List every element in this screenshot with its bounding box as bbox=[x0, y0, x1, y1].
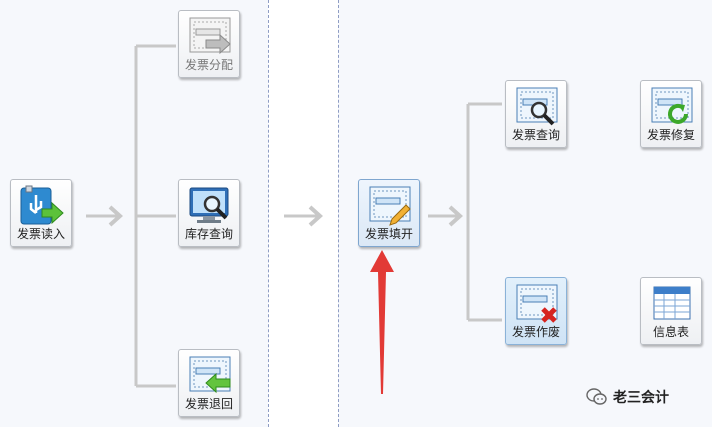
invoice-read-button[interactable]: 发票读入 bbox=[10, 179, 72, 247]
info-table-label: 信息表 bbox=[652, 325, 689, 339]
watermark: 老三会计 bbox=[586, 384, 696, 410]
usb-arrow-icon bbox=[20, 185, 64, 225]
invoice-repair-button[interactable]: 发票修复 bbox=[640, 80, 702, 148]
inventory-query-button[interactable]: 库存查询 bbox=[178, 179, 240, 247]
invoice-query-label: 发票查询 bbox=[511, 128, 560, 142]
invoice-return-button[interactable]: 发票退回 bbox=[178, 349, 240, 417]
invoice-refresh-icon bbox=[651, 87, 693, 124]
middle-panel bbox=[268, 0, 338, 427]
invoice-fill-label: 发票填开 bbox=[364, 227, 413, 241]
invoice-back-arrow-icon bbox=[189, 356, 231, 394]
invoice-query-button[interactable]: 发票查询 bbox=[505, 80, 567, 148]
red-annotation-arrow bbox=[370, 250, 394, 394]
invoice-allocate-button[interactable]: 发票分配 bbox=[178, 10, 240, 78]
watermark-text: 老三会计 bbox=[613, 390, 669, 406]
invoice-read-label: 发票读入 bbox=[16, 227, 65, 241]
invoice-red-x-icon bbox=[516, 284, 558, 323]
invoice-fill-button[interactable]: 发票填开 bbox=[358, 179, 420, 247]
invoice-pencil-icon bbox=[369, 186, 411, 226]
wechat-icon bbox=[586, 388, 607, 405]
invoice-repair-label: 发票修复 bbox=[646, 128, 695, 142]
invoice-return-label: 发票退回 bbox=[184, 397, 233, 411]
invoice-void-button[interactable]: 发票作废 bbox=[505, 277, 567, 345]
table-grid-icon bbox=[653, 286, 691, 320]
panel-divider-left bbox=[268, 0, 269, 427]
invoice-forward-icon bbox=[189, 17, 231, 55]
panel-divider-right bbox=[338, 0, 339, 427]
invoice-void-label: 发票作废 bbox=[511, 325, 560, 339]
invoice-allocate-label: 发票分配 bbox=[184, 58, 233, 72]
invoice-magnifier-icon bbox=[516, 87, 558, 126]
info-table-button[interactable]: 信息表 bbox=[640, 277, 702, 345]
inventory-query-label: 库存查询 bbox=[184, 227, 233, 241]
monitor-magnifier-icon bbox=[189, 187, 229, 223]
